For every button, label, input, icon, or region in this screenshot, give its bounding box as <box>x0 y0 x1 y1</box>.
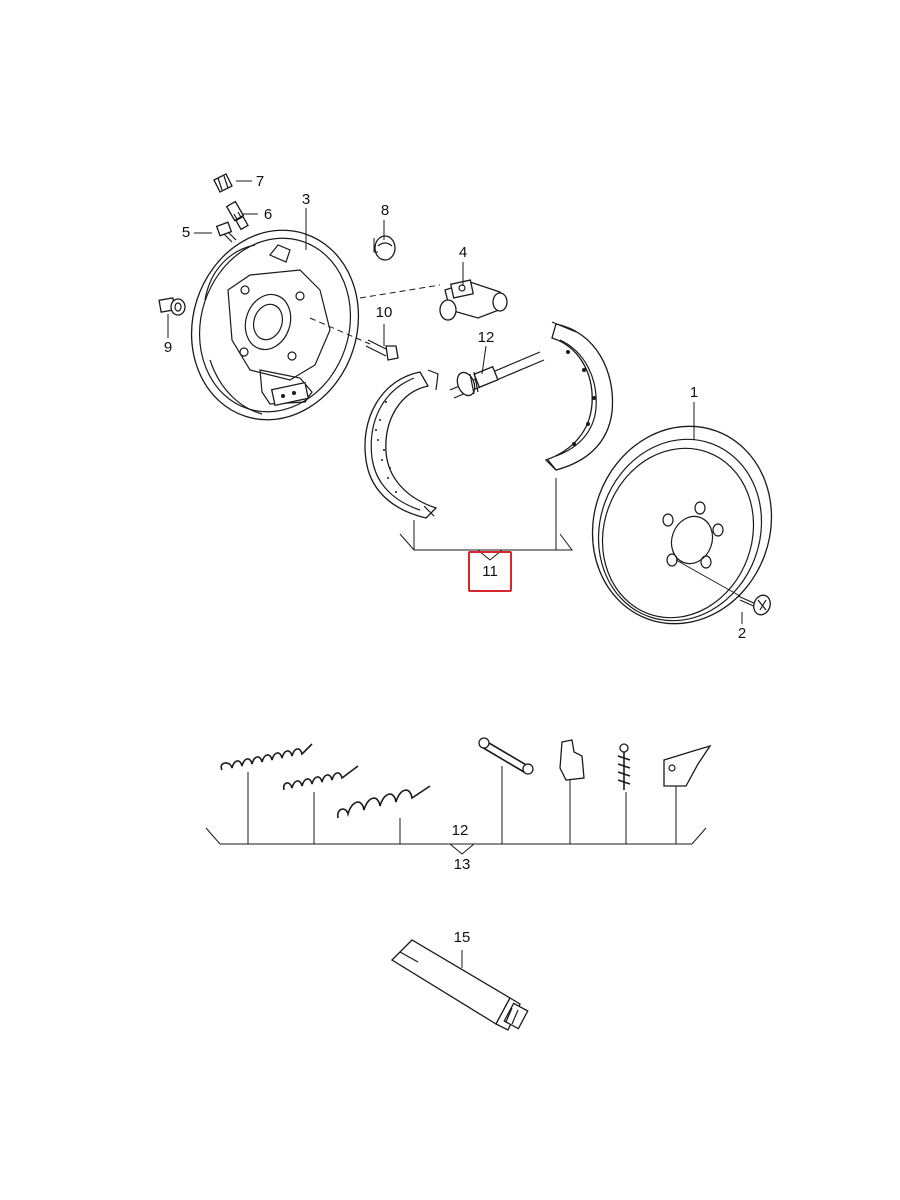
part-label-13[interactable]: 13 <box>453 856 471 873</box>
wheel-brake-cylinder-icon[interactable] <box>439 279 508 321</box>
adjuster-strut-icon[interactable] <box>449 351 545 399</box>
spring-kit-icon[interactable] <box>220 737 712 819</box>
leader-lines <box>167 180 743 968</box>
highlight-box-11 <box>468 551 512 592</box>
part-label-7[interactable]: 7 <box>255 173 265 190</box>
part-label-6[interactable]: 6 <box>263 206 273 223</box>
countersunk-screw-icon[interactable] <box>737 593 773 617</box>
brake-drum-icon[interactable] <box>565 401 799 649</box>
part-label-5[interactable]: 5 <box>181 224 191 241</box>
part-label-1[interactable]: 1 <box>689 384 699 401</box>
bleeder-screw-icon[interactable] <box>225 200 249 231</box>
grease-tube-icon[interactable] <box>390 939 529 1031</box>
part-label-2[interactable]: 2 <box>737 625 747 642</box>
part-label-10[interactable]: 10 <box>375 304 393 321</box>
rubber-plug-icon[interactable] <box>374 235 396 261</box>
brake-backing-plate-icon[interactable] <box>167 208 382 441</box>
hex-bolt-icon[interactable] <box>365 339 399 361</box>
part-label-9[interactable]: 9 <box>163 339 173 356</box>
sensor-icon[interactable] <box>158 297 186 316</box>
part-label-12-strut[interactable]: 12 <box>477 329 495 346</box>
bolt-icon[interactable] <box>215 221 237 243</box>
dust-cap-icon[interactable] <box>213 173 233 193</box>
brake-shoe-set-icon[interactable] <box>364 321 614 519</box>
part-label-8[interactable]: 8 <box>380 202 390 219</box>
part-label-11[interactable]: 11 <box>482 563 498 580</box>
part-label-12-kit[interactable]: 12 <box>451 822 469 839</box>
part-label-4[interactable]: 4 <box>458 244 468 261</box>
part-label-15[interactable]: 15 <box>453 929 471 946</box>
part-label-3[interactable]: 3 <box>301 191 311 208</box>
